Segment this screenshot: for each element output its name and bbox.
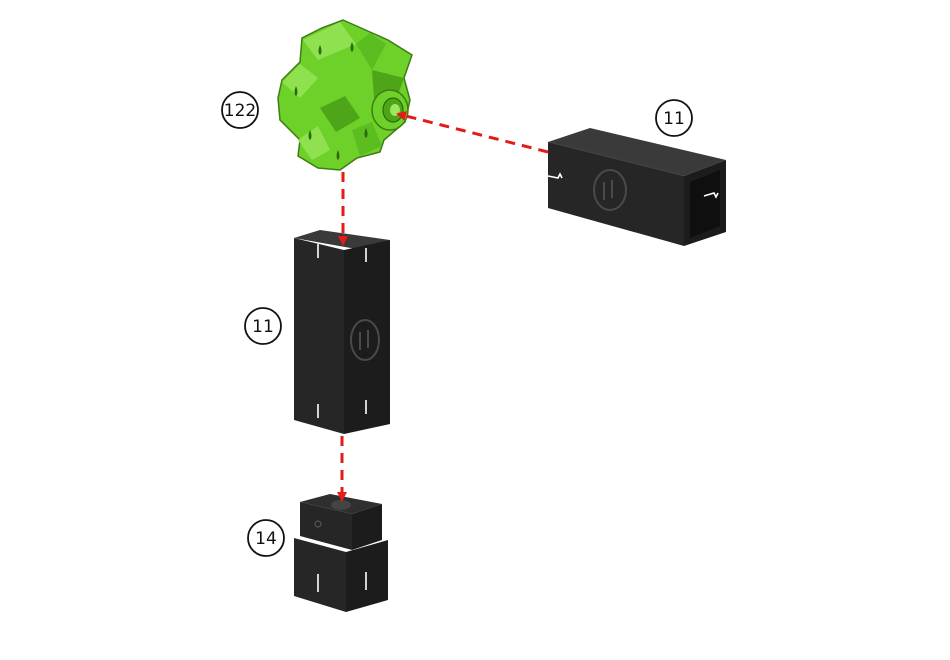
base-block-part [294, 494, 388, 612]
beam-horizontal-part [548, 128, 726, 246]
hub-part [278, 20, 412, 170]
callout-beam-vertical-number: 11 [252, 317, 274, 337]
arrow-beam-to-hub [398, 114, 548, 152]
callout-base-block: 14 [248, 520, 284, 556]
callout-hub-number: 122 [224, 101, 256, 121]
callout-base-block-number: 14 [255, 529, 277, 549]
callout-hub: 122 [222, 92, 258, 128]
beam-vertical-part [294, 230, 390, 434]
callout-beam-horizontal-number: 11 [663, 109, 685, 129]
callout-beam-horizontal: 11 [656, 100, 692, 136]
callout-beam-vertical: 11 [245, 308, 281, 344]
